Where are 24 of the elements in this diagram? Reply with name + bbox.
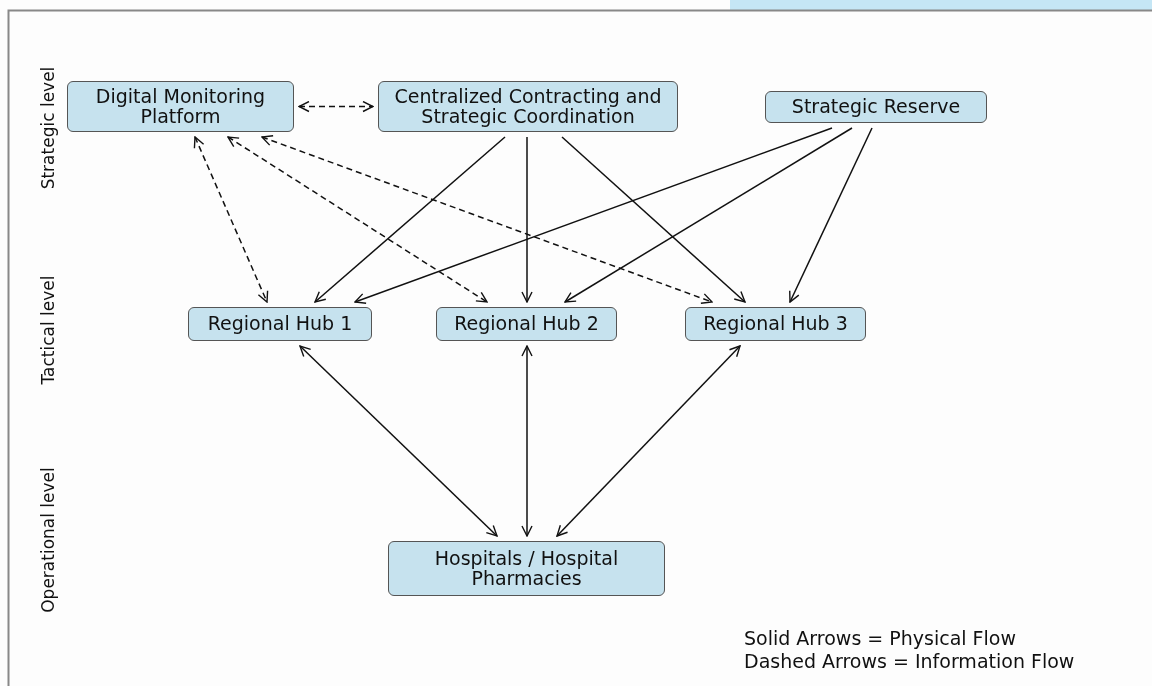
level-label: Tactical level	[38, 275, 58, 385]
arrow	[556, 345, 741, 537]
process-box: Hospitals / Hospital Pharmacies	[388, 541, 665, 596]
arrow	[564, 127, 853, 303]
process-box: Strategic Reserve	[765, 91, 987, 123]
arrow	[298, 100, 374, 113]
arrow	[789, 127, 873, 303]
level-label: Operational level	[38, 467, 58, 613]
arrow	[261, 135, 713, 304]
arrow	[521, 345, 533, 537]
legend-note: Dashed Arrows = Information Flow	[744, 650, 1075, 673]
process-box: Regional Hub 1	[188, 307, 372, 341]
arrow	[521, 136, 533, 303]
arrow	[193, 136, 269, 303]
legend-note: Solid Arrows = Physical Flow	[744, 627, 1016, 650]
arrow	[227, 136, 488, 303]
process-box: Regional Hub 3	[685, 307, 866, 341]
arrow	[299, 345, 498, 537]
process-box: Centralized Contracting and Strategic Coordination	[378, 81, 678, 132]
arrow	[354, 127, 833, 304]
arrow	[561, 136, 746, 303]
process-box: Regional Hub 2	[436, 307, 617, 341]
process-box: Digital Monitoring Platform	[67, 81, 294, 132]
arrow	[314, 136, 506, 303]
